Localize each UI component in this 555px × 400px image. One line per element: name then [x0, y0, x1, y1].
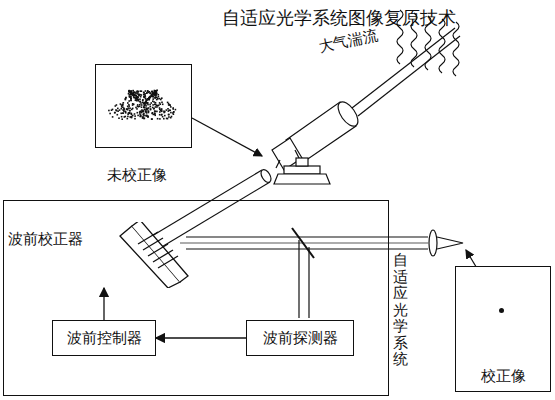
image-dot: [499, 308, 504, 313]
image-frame: [95, 64, 192, 148]
process-box: 波前探测器: [246, 320, 354, 356]
signal-arrow: [103, 288, 104, 320]
image-node: 校正像: [455, 266, 551, 392]
node-text: 校正像: [456, 367, 550, 385]
system-frame: [3, 200, 389, 396]
title-text: 自适应光学系统图像复原技术: [222, 7, 456, 29]
node-text: 未校正像: [107, 166, 167, 184]
system-node: 自适应光学系统 波前校正器波前控制器 波前探测器: [3, 200, 415, 396]
frame-node: 未校正像: [95, 64, 192, 188]
region-label: 大气湍流: [317, 26, 379, 56]
node-text: 波前校正器: [8, 230, 83, 248]
node-text: 波前探测器: [263, 329, 338, 347]
node-text: 自适应光学系统: [393, 252, 408, 368]
signal-arrow: [156, 337, 246, 338]
node-text: 波前控制器: [67, 329, 142, 347]
corrector-node: 波前校正器: [8, 222, 190, 288]
process-box: 波前控制器: [52, 320, 156, 356]
